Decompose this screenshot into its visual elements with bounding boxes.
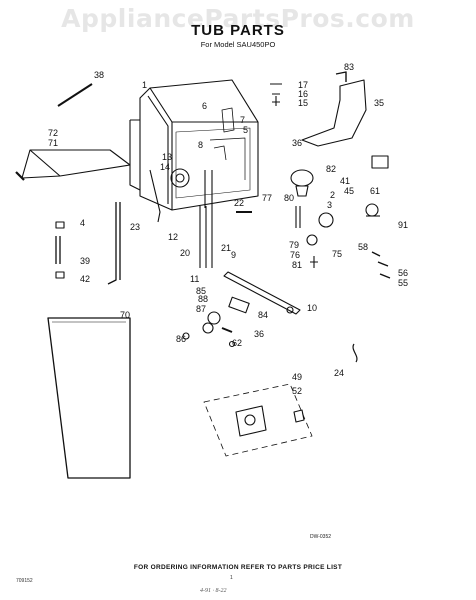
diagram-subtitle: For Model SAU450PO bbox=[200, 40, 276, 49]
rail-9 bbox=[223, 271, 301, 315]
ordering-note: FOR ORDERING INFORMATION REFER TO PARTS … bbox=[133, 564, 343, 571]
callout: 42 bbox=[80, 274, 90, 284]
part-4 bbox=[55, 221, 65, 229]
callout: 86 bbox=[176, 334, 186, 344]
door-panel-70 bbox=[47, 317, 131, 479]
callout: 36 bbox=[254, 329, 264, 339]
callout: 38 bbox=[94, 70, 104, 80]
callout: 79 bbox=[289, 240, 299, 250]
callout-labels: 1 2 3 4 5 6 7 8 9 10 11 12 13 14 15 16 1… bbox=[48, 62, 408, 396]
hand-mark: 4-91 · 8-22 bbox=[200, 588, 227, 594]
callout: 15 bbox=[298, 98, 308, 108]
callout: 23 bbox=[130, 222, 140, 232]
callout: 12 bbox=[168, 232, 178, 242]
callout: 11 bbox=[190, 274, 199, 284]
callout: 76 bbox=[290, 250, 300, 260]
callout: 41 bbox=[340, 176, 350, 186]
callout: 52 bbox=[292, 386, 302, 396]
callout: 84 bbox=[258, 310, 268, 320]
callout: 55 bbox=[398, 278, 408, 288]
callout: 71 bbox=[48, 138, 58, 148]
rod-38 bbox=[57, 83, 93, 107]
callout: 80 bbox=[284, 193, 294, 203]
page-number: 1 bbox=[230, 575, 233, 581]
parts-55-58 bbox=[371, 251, 391, 279]
callout: 10 bbox=[307, 303, 317, 313]
callout: 45 bbox=[344, 186, 354, 196]
float-82 bbox=[290, 169, 314, 187]
inset-49-52 bbox=[203, 383, 313, 457]
callout: 88 bbox=[198, 294, 208, 304]
callout: 72 bbox=[48, 128, 58, 138]
callout: 85 bbox=[196, 286, 206, 296]
tube-23 bbox=[107, 202, 121, 285]
callout: 62 bbox=[232, 338, 242, 348]
part-81 bbox=[310, 256, 318, 268]
corner-code: 709152 bbox=[16, 578, 33, 584]
callout: 3 bbox=[327, 200, 332, 210]
callout: 9 bbox=[231, 250, 236, 260]
callout: 58 bbox=[358, 242, 368, 252]
callout: 22 bbox=[234, 198, 244, 208]
callout: 6 bbox=[202, 101, 207, 111]
pump-parts bbox=[182, 296, 250, 348]
tub-drawing bbox=[129, 79, 259, 223]
callout: 20 bbox=[180, 248, 190, 258]
part-42 bbox=[55, 271, 65, 279]
diagram-title: TUB PARTS bbox=[191, 22, 285, 39]
callout: 17 bbox=[298, 80, 308, 90]
part-45 bbox=[371, 155, 389, 169]
screws-15-17 bbox=[270, 83, 282, 106]
callout: 16 bbox=[298, 89, 308, 99]
callout: 81 bbox=[292, 260, 302, 270]
callout: 56 bbox=[398, 268, 408, 278]
callout: 24 bbox=[334, 368, 344, 378]
bracket-35 bbox=[301, 79, 367, 147]
callout: 13 bbox=[162, 152, 172, 162]
spray-arm-drawing bbox=[15, 149, 131, 181]
part-39 bbox=[55, 236, 61, 264]
callout: 2 bbox=[330, 190, 335, 200]
hoses-20-21 bbox=[199, 206, 213, 268]
cord-24 bbox=[352, 343, 358, 363]
callout: 77 bbox=[262, 193, 272, 203]
callout: 83 bbox=[344, 62, 354, 72]
part-91 bbox=[365, 203, 379, 217]
callout: 87 bbox=[196, 304, 206, 314]
callout: 61 bbox=[370, 186, 380, 196]
callout: 35 bbox=[374, 98, 384, 108]
drawing-reference: DW-0352 bbox=[310, 534, 332, 540]
callout: 49 bbox=[292, 372, 302, 382]
callout: 75 bbox=[332, 249, 342, 259]
callout: 82 bbox=[326, 164, 336, 174]
callout: 7 bbox=[240, 115, 245, 125]
callout: 8 bbox=[198, 140, 203, 150]
part-3 bbox=[318, 212, 334, 228]
callout: 5 bbox=[243, 125, 248, 135]
callout: 1 bbox=[142, 80, 147, 90]
part-79 bbox=[306, 234, 318, 246]
callout: 70 bbox=[120, 310, 130, 320]
watermark: AppliancePartsPros.com bbox=[61, 4, 415, 33]
callout: 4 bbox=[80, 218, 85, 228]
callout: 36 bbox=[292, 138, 302, 148]
callout: 91 bbox=[398, 220, 408, 230]
callout: 39 bbox=[80, 256, 90, 266]
callout: 21 bbox=[221, 243, 231, 253]
callout: 14 bbox=[160, 162, 170, 172]
